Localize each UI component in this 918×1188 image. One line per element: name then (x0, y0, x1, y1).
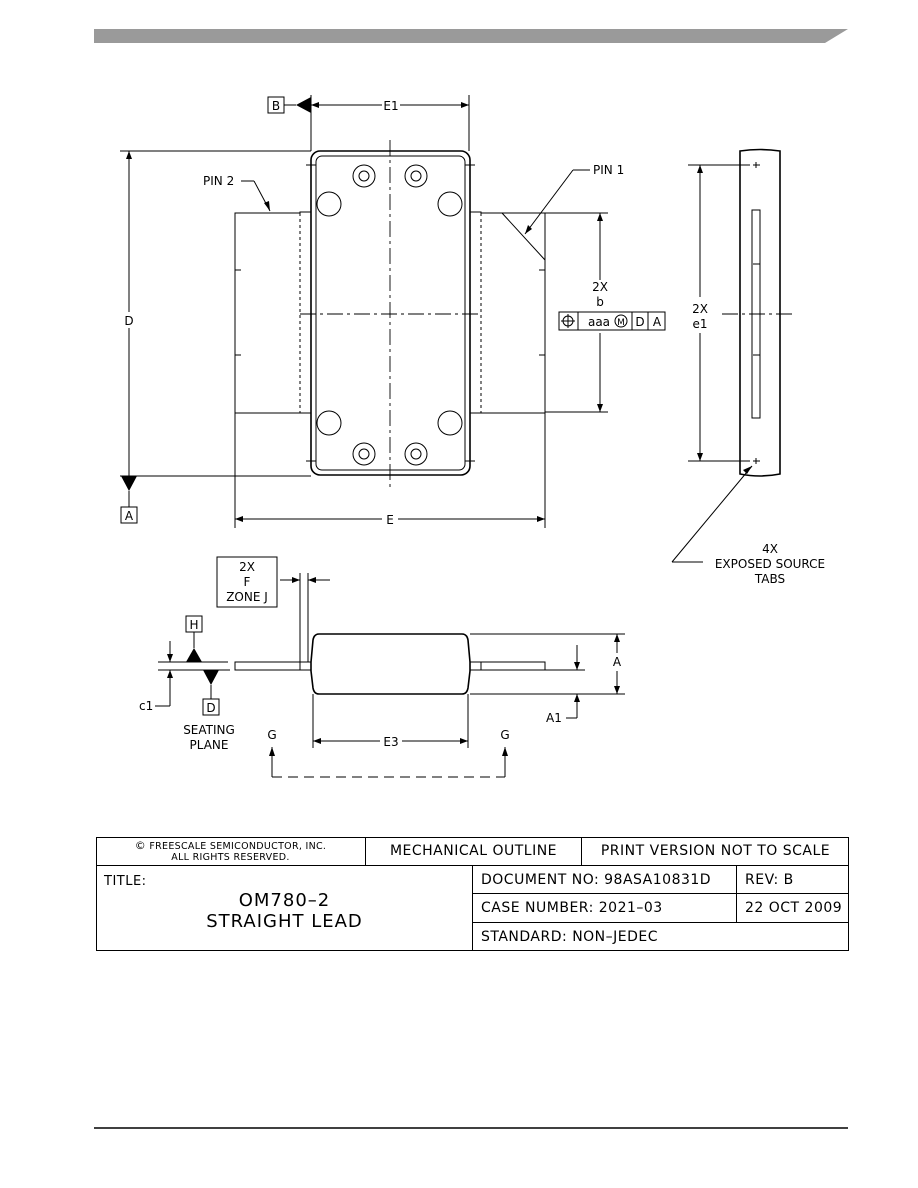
front-view: H D c1 SEATING PLANE 2X F ZONE J A (139, 556, 625, 778)
seating-plane-label-1: SEATING (183, 723, 235, 737)
e1-dim-label: e1 (692, 317, 707, 331)
zone-j-box (216, 556, 278, 608)
standard-text: STANDARD: NON–JEDEC (481, 929, 659, 945)
mechanical-outline-cell: MECHANICAL OUTLINE (366, 837, 582, 866)
case-number-text: CASE NUMBER: 2021–03 (481, 900, 663, 916)
title-cell: TITLE: OM780–2 STRAIGHT LEAD (96, 866, 473, 951)
document-number-text: DOCUMENT NO: 98ASA10831D (481, 871, 712, 888)
e1-dim-2x: 2X (692, 302, 708, 316)
title-line-2: STRAIGHT LEAD (206, 911, 363, 932)
copyright-cell: © FREESCALE SEMICONDUCTOR, INC. ALL RIGH… (96, 837, 366, 866)
zone-2x: 2X (239, 560, 255, 574)
fcf-mmc: M (617, 318, 625, 328)
pin-1-lead (470, 211, 546, 414)
d-dimension-label: D (124, 314, 133, 328)
rev-cell: REV: B (737, 866, 849, 894)
title-label: TITLE: (104, 874, 147, 889)
datum-d-box (202, 698, 220, 716)
pin-2-label: PIN 2 (203, 174, 234, 188)
package-body-inner (315, 155, 466, 471)
exposed-tabs-4x: 4X (762, 542, 778, 556)
c1-dimension-label: c1 (139, 699, 153, 713)
datum-b-label: B (272, 99, 280, 113)
a1-dimension-label: A1 (546, 711, 562, 725)
date-cell: 22 OCT 2009 (737, 894, 849, 923)
zone-j: ZONE J (226, 590, 268, 604)
package-body (310, 150, 471, 476)
seating-plane-label-2: PLANE (190, 738, 229, 752)
zone-f: F (244, 575, 251, 589)
copyright-line-2: ALL RIGHTS RESERVED. (171, 851, 290, 863)
section-g-right: G (500, 728, 509, 742)
b-dim-label: b (596, 295, 604, 309)
exposed-tabs-label: EXPOSED SOURCE (715, 557, 825, 571)
header-bar (94, 29, 848, 43)
fcf-datum-d: D (635, 315, 644, 329)
b-dim-2x: 2X (592, 280, 608, 294)
fcf-tolerance: aaa (588, 315, 610, 329)
feature-control-frame: aaa M D A (558, 311, 666, 331)
mechanical-outline-text: MECHANICAL OUTLINE (389, 843, 558, 859)
standard-cell: STANDARD: NON–JEDEC (473, 923, 849, 951)
exposed-tabs-label-2: TABS (754, 572, 785, 586)
date-text: 22 OCT 2009 (745, 900, 843, 916)
section-g-left: G (267, 728, 276, 742)
copyright-line-1: FREESCALE SEMICONDUCTOR, INC. (149, 840, 327, 852)
title-block: © FREESCALE SEMICONDUCTOR, INC. ALL RIGH… (96, 837, 849, 951)
print-version-text: PRINT VERSION NOT TO SCALE (600, 843, 831, 859)
e-dimension-label: E (386, 513, 394, 527)
datum-a-label: A (125, 509, 134, 523)
print-version-cell: PRINT VERSION NOT TO SCALE (582, 837, 849, 866)
rev-text: REV: B (745, 871, 794, 888)
document-number-cell: DOCUMENT NO: 98ASA10831D (473, 866, 737, 894)
a-dimension-label: A (613, 655, 622, 669)
mounting-holes (316, 164, 463, 466)
copyright-icon: © (134, 838, 147, 852)
case-number-cell: CASE NUMBER: 2021–03 (473, 894, 737, 923)
datum-d-label: D (206, 701, 215, 715)
pin-1-label: PIN 1 (593, 163, 624, 177)
top-view: E1 B D A E PIN 2 PIN 1 (120, 95, 666, 528)
datum-h-label: H (189, 618, 198, 632)
e3-dimension-label: E3 (383, 735, 398, 749)
fcf-datum-a: A (653, 315, 662, 329)
end-view: 2X e1 4X EXPOSED SOURCE TABS (671, 148, 825, 586)
datum-a-box (120, 506, 138, 524)
title-line-1: OM780–2 (238, 890, 331, 911)
e1-label: E1 (383, 99, 398, 113)
